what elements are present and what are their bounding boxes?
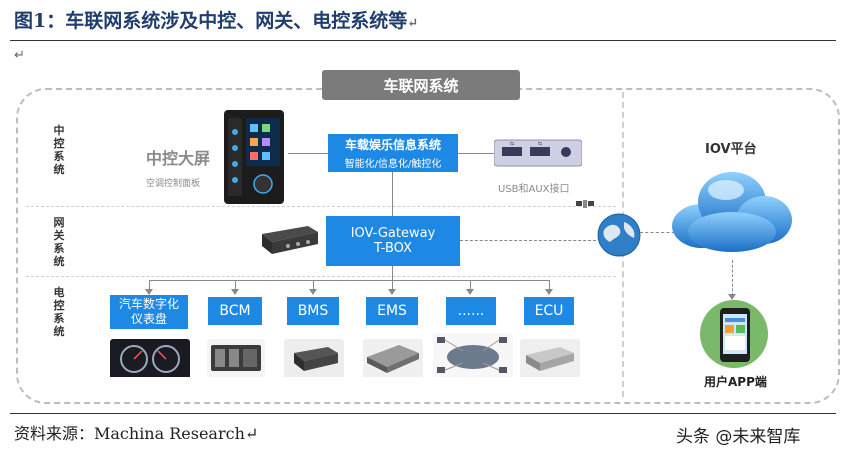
infotainment-title: 车载娱乐信息系统 bbox=[344, 138, 441, 152]
return-mark: ↵ bbox=[407, 16, 419, 31]
ecu-box-bms: BMS bbox=[287, 297, 339, 325]
usb-label: USB和AUX接口 bbox=[498, 184, 570, 195]
arrow-down-icon bbox=[309, 289, 317, 295]
ecu-label-ecu: ECU bbox=[534, 303, 564, 319]
return-mark: ↵ bbox=[14, 48, 25, 63]
ecu-box-more: ...... bbox=[446, 297, 496, 325]
central-screen-image bbox=[224, 110, 284, 208]
dashboard-image bbox=[110, 339, 190, 381]
bus-drop-3 bbox=[313, 280, 314, 290]
ecu-label-bcm: BCM bbox=[219, 303, 251, 319]
section-label-central: 中控系统 bbox=[53, 124, 65, 176]
svg-text:⇆: ⇆ bbox=[538, 141, 542, 147]
ecu-module-image bbox=[520, 339, 580, 381]
arrow-down-icon bbox=[231, 289, 239, 295]
connector-globe-cloud bbox=[640, 232, 680, 233]
ecu-box-ems: EMS bbox=[366, 297, 418, 325]
connector-gateway-bus bbox=[392, 266, 393, 280]
infotainment-box: 车载娱乐信息系统 智能化/信息化/触控化 bbox=[328, 134, 458, 172]
phone-image bbox=[696, 300, 772, 372]
ecu-label-ems: EMS bbox=[377, 303, 407, 319]
bms-module-image bbox=[284, 339, 344, 381]
source-text: 资料来源：Machina Research↵ bbox=[14, 424, 259, 443]
gateway-line-2: T-BOX bbox=[374, 241, 412, 256]
section-label-gateway: 网关系统 bbox=[53, 216, 65, 268]
ecu-label-more: ...... bbox=[457, 303, 485, 319]
ems-module-image bbox=[363, 339, 423, 381]
ecu-box-ecu: ECU bbox=[524, 297, 574, 325]
arrow-down-icon bbox=[145, 289, 153, 295]
ecu-label-dashboard: 汽车数字化仪表盘 bbox=[118, 297, 179, 326]
bus-drop-4 bbox=[392, 280, 393, 290]
gateway-line-1: IOV-Gateway bbox=[350, 226, 436, 241]
ecu-label-bms: BMS bbox=[297, 303, 329, 319]
connector-infotainment-usb bbox=[458, 153, 494, 154]
ecu-box-dashboard: 汽车数字化仪表盘 bbox=[110, 295, 188, 329]
usb-device-image: ⇆ ⇆ bbox=[493, 136, 583, 172]
system-title-banner: 车联网系统 bbox=[322, 70, 520, 100]
cloud-icon bbox=[668, 162, 796, 262]
satellite-icon bbox=[576, 196, 594, 216]
connector-gateway-globe bbox=[460, 240, 596, 241]
title-rule bbox=[10, 40, 836, 41]
section-divider-1 bbox=[26, 206, 616, 207]
bus-drop-2 bbox=[235, 280, 236, 290]
section-divider-2 bbox=[26, 276, 616, 277]
app-label: 用户APP端 bbox=[704, 375, 767, 389]
globe-icon bbox=[596, 212, 642, 262]
figure-title-text: 图1：车联网系统涉及中控、网关、电控系统等 bbox=[14, 10, 408, 32]
central-screen-subtitle: 空调控制面板 bbox=[146, 179, 201, 189]
arrow-down-icon bbox=[466, 289, 474, 295]
section-label-electronic: 电控系统 bbox=[53, 286, 65, 338]
bcm-module-image bbox=[207, 339, 265, 381]
ecu-bus-line bbox=[149, 280, 549, 281]
gateway-box: IOV-Gateway T-BOX bbox=[326, 216, 460, 266]
arrow-down-icon bbox=[545, 289, 553, 295]
bus-drop-6 bbox=[549, 280, 550, 290]
watermark-text: 头条 @未来智库 bbox=[676, 427, 801, 447]
system-title: 车联网系统 bbox=[383, 76, 459, 95]
infotainment-subtitle: 智能化/信息化/触控化 bbox=[344, 159, 442, 170]
car-network-image bbox=[433, 333, 513, 381]
bus-drop-5 bbox=[470, 280, 471, 290]
tbox-device-image bbox=[258, 222, 320, 260]
central-screen-title: 中控大屏 bbox=[146, 149, 211, 168]
connector-cloud-app bbox=[732, 260, 733, 296]
ecu-box-bcm: BCM bbox=[208, 297, 262, 325]
svg-text:⇆: ⇆ bbox=[510, 141, 514, 147]
connector-screen-infotainment bbox=[288, 153, 328, 154]
arrow-down-icon bbox=[728, 294, 736, 300]
figure-title: 图1：车联网系统涉及中控、网关、电控系统等↵ bbox=[14, 6, 418, 33]
iov-platform-label: IOV平台 bbox=[705, 142, 757, 157]
footer-rule bbox=[10, 413, 836, 414]
arrow-down-icon bbox=[388, 289, 396, 295]
connector-infotainment-gateway bbox=[392, 172, 393, 216]
bus-drop-1 bbox=[149, 280, 150, 290]
